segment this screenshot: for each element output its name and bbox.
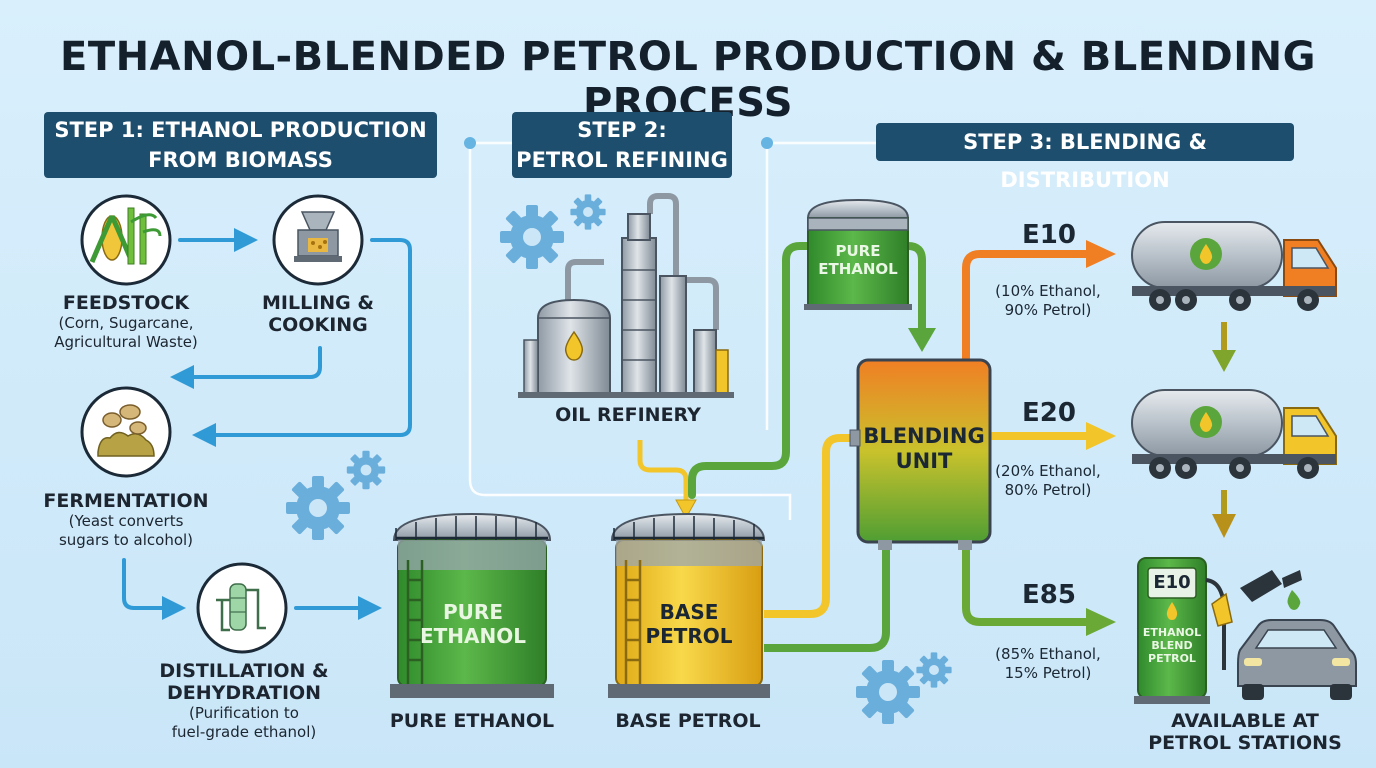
step1-header-line1: STEP 1: ETHANOL PRODUCTION: [54, 118, 427, 142]
pump-line2: BLEND: [1151, 639, 1193, 652]
distillation-desc-1: (Purification to: [189, 704, 299, 722]
e85-desc-2: 15% Petrol): [1004, 664, 1092, 682]
distillation-name-1: DISTILLATION &: [159, 660, 329, 682]
e10-tanker-truck: [1131, 221, 1337, 311]
large-petrol-tank: [608, 512, 770, 698]
ethanol-inlet-arrowhead: [908, 328, 936, 352]
large-petrol-tank-caption: BASE PETROL: [598, 710, 778, 732]
e20-label: E20: [1022, 398, 1076, 428]
stations-line2: PETROL STATIONS: [1148, 732, 1342, 754]
petrol-stations-label: AVAILABLE AT PETROL STATIONS: [1140, 710, 1350, 754]
fermentation-label: FERMENTATION (Yeast converts sugars to a…: [10, 490, 242, 550]
pump-line3: PETROL: [1148, 652, 1196, 665]
feedstock-label: FEEDSTOCK (Corn, Sugarcane, Agricultural…: [10, 292, 242, 352]
distillation-desc-2: fuel-grade ethanol): [171, 723, 317, 741]
blending-unit-line2: UNIT: [895, 449, 953, 473]
fermentation-desc-2: sugars to alcohol): [58, 531, 194, 549]
e10-arrowhead: [1086, 240, 1116, 268]
large-ethanol-tank-line2: ETHANOL: [419, 624, 526, 648]
step1-flow-arrows: [122, 228, 412, 620]
small-ethanol-tank-line2: ETHANOL: [818, 260, 898, 278]
e85-description: (85% Ethanol, 15% Petrol): [982, 645, 1114, 683]
e10-description: (10% Ethanol, 90% Petrol): [982, 282, 1114, 320]
fuel-pump-illustration: [1134, 557, 1233, 704]
truck-flow-arrows: [1212, 322, 1236, 538]
fuel-nozzle-icon: [1240, 570, 1302, 610]
feedstock-name: FEEDSTOCK: [62, 292, 190, 314]
feedstock-icon: [80, 194, 172, 286]
feedstock-desc-1: (Corn, Sugarcane,: [58, 314, 194, 332]
milling-icon: [272, 194, 364, 286]
blending-unit-text: BLENDING UNIT: [858, 424, 990, 474]
large-ethanol-tank-caption: PURE ETHANOL: [382, 710, 562, 732]
e85-arrowhead: [1086, 608, 1116, 636]
step3-header-line1: STEP 3: BLENDING & DISTRIBUTION: [963, 130, 1207, 192]
e10-desc-1: (10% Ethanol,: [995, 282, 1101, 300]
large-ethanol-tank: [390, 512, 554, 698]
e85-label: E85: [1022, 580, 1076, 610]
step2-header-line2: PETROL REFINING: [516, 148, 728, 172]
small-ethanol-tank-line1: PURE: [835, 242, 881, 260]
large-ethanol-tank-line1: PURE: [443, 600, 503, 624]
oil-refinery-illustration: [518, 193, 734, 398]
feedstock-desc-2: Agricultural Waste): [54, 333, 198, 351]
large-petrol-tank-text: BASE PETROL: [616, 600, 762, 648]
large-petrol-tank-line2: PETROL: [645, 624, 733, 648]
milling-name-1: MILLING &: [262, 292, 374, 314]
milling-name-2: COOKING: [268, 314, 368, 336]
e10-desc-2: 90% Petrol): [1004, 301, 1092, 319]
distillation-icon: [196, 562, 288, 654]
distillation-label: DISTILLATION & DEHYDRATION (Purification…: [140, 660, 348, 742]
gear-icon: [500, 194, 606, 269]
milling-label: MILLING & COOKING: [236, 292, 400, 336]
small-ethanol-tank: [804, 198, 912, 310]
large-ethanol-tank-caption-text: PURE ETHANOL: [389, 710, 555, 732]
small-ethanol-tank-text: PURE ETHANOL: [808, 242, 908, 278]
e10-label: E10: [1022, 220, 1076, 250]
oil-refinery-name: OIL REFINERY: [555, 404, 701, 426]
e85-desc-1: (85% Ethanol,: [995, 645, 1101, 663]
step2-header: STEP 2: PETROL REFINING: [512, 112, 732, 178]
large-petrol-tank-line1: BASE: [659, 600, 719, 624]
e20-description: (20% Ethanol, 80% Petrol): [982, 462, 1114, 500]
step3-header: STEP 3: BLENDING & DISTRIBUTION: [876, 123, 1294, 192]
blend-outlet-pipes: [764, 250, 1090, 652]
e20-desc-2: 80% Petrol): [1004, 481, 1092, 499]
gear-icon: [856, 652, 952, 724]
gear-icon: [286, 450, 386, 540]
fermentation-desc-1: (Yeast converts: [68, 512, 184, 530]
pump-grade: E10: [1153, 572, 1191, 593]
page-title: ETHANOL-BLENDED PETROL PRODUCTION & BLEN…: [60, 34, 1316, 126]
petrol-feed-pipe: [637, 440, 697, 520]
e20-tanker-truck: [1131, 389, 1337, 479]
fermentation-name: FERMENTATION: [43, 490, 209, 512]
blending-unit-line1: BLENDING: [863, 424, 985, 448]
fermentation-icon: [80, 386, 172, 478]
blending-unit-vessel: [849, 358, 992, 550]
stations-line1: AVAILABLE AT: [1171, 710, 1319, 732]
e20-arrowhead: [1086, 422, 1116, 450]
car-illustration: [1237, 619, 1357, 700]
pump-blend-text: ETHANOL BLEND PETROL: [1138, 626, 1206, 665]
oil-refinery-label: OIL REFINERY: [530, 404, 726, 426]
pump-line1: ETHANOL: [1142, 626, 1202, 639]
large-ethanol-tank-text: PURE ETHANOL: [400, 600, 546, 648]
step-divider-lines: [464, 137, 876, 520]
large-petrol-tank-caption-text: BASE PETROL: [615, 710, 761, 732]
e20-desc-1: (20% Ethanol,: [995, 462, 1101, 480]
step2-header-line1: STEP 2:: [577, 118, 667, 142]
step1-header: STEP 1: ETHANOL PRODUCTION FROM BIOMASS: [44, 112, 437, 178]
distillation-name-2: DEHYDRATION: [166, 682, 322, 704]
step1-header-line2: FROM BIOMASS: [148, 148, 333, 172]
